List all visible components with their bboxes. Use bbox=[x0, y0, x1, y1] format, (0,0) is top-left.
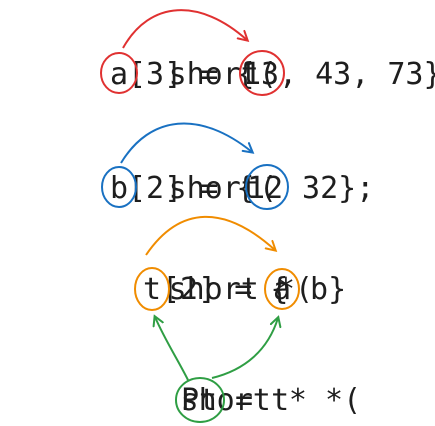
decl-mid: [3] = { bbox=[128, 57, 254, 92]
circle-pt bbox=[175, 377, 225, 423]
arrow-t-to-a bbox=[145, 215, 275, 256]
var-pt-label: Pt bbox=[181, 383, 217, 418]
keyword-short-ptr: short * bbox=[169, 272, 295, 307]
svg-text:short(a[3] = {13, 43, 73};: short(a[3] = {13, 43, 73}; bbox=[6, 57, 435, 92]
element-a-label: a bbox=[273, 272, 291, 307]
paren-open: ( bbox=[259, 57, 277, 92]
circle-13 bbox=[239, 50, 285, 96]
var-t-label: t bbox=[143, 272, 161, 307]
line-array-a: short(a[3] = {13, 43, 73}; bbox=[6, 9, 435, 96]
circle-12 bbox=[245, 164, 289, 210]
circle-b bbox=[101, 166, 137, 208]
element-13-label: 13 bbox=[243, 57, 279, 92]
decl-rest: 32}; bbox=[284, 171, 374, 206]
paren-open: ( bbox=[343, 383, 361, 418]
decl-rest: , 43, 73}; bbox=[279, 57, 435, 92]
var-b-label: b bbox=[110, 171, 128, 206]
paren-open: ( bbox=[259, 171, 277, 206]
decl-rest: b} bbox=[292, 272, 346, 307]
arrow-a-to-13 bbox=[122, 9, 247, 49]
circle-t bbox=[134, 267, 170, 311]
arrow-pt-to-t bbox=[155, 317, 189, 381]
svg-text:short *(t[2] = {a b}: short *(t[2] = {a b} bbox=[6, 272, 435, 307]
line-pointer-array-t: short *(t[2] = {a b} bbox=[6, 215, 435, 311]
decl-rest: = t bbox=[217, 383, 289, 418]
arrow-b-to-12 bbox=[120, 122, 252, 164]
svg-text:short(b[2] = {12 32};: short( b[2] = {12 32}; bbox=[6, 171, 435, 206]
svg-text:short * *(Pt = t: short * *(Pt = t bbox=[18, 383, 416, 418]
element-12-label: 12 bbox=[247, 171, 283, 206]
decl-mid: [2] = { bbox=[128, 171, 254, 206]
var-a-label: a bbox=[110, 57, 128, 92]
keyword-short: short bbox=[169, 171, 259, 206]
paren-open: ( bbox=[295, 272, 313, 307]
line-array-b: short( b[2] = {12 32}; bbox=[6, 122, 435, 210]
line-double-pointer-pt: short * *(Pt = t bbox=[18, 317, 416, 423]
circle-a bbox=[100, 52, 138, 94]
arrow-pt-to-a bbox=[211, 318, 278, 379]
circle-a-ref bbox=[264, 268, 300, 310]
